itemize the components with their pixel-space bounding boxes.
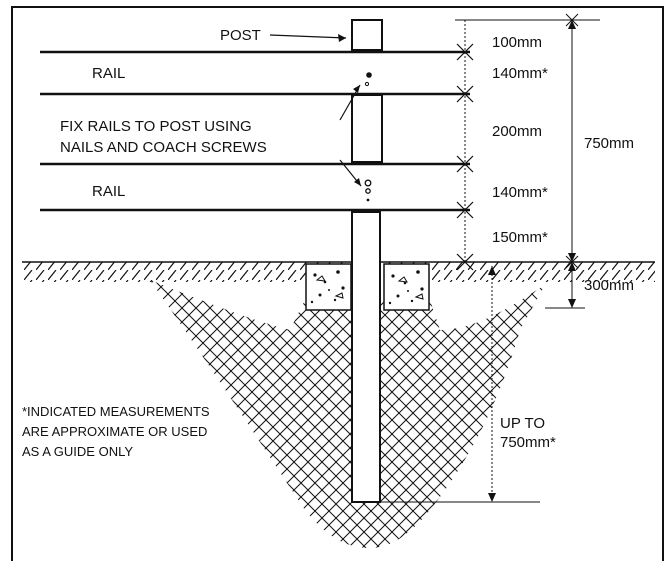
post-label: POST bbox=[220, 27, 261, 44]
rail-label-bottom: RAIL bbox=[92, 183, 125, 200]
dim-750mm-depth: 750mm* bbox=[500, 434, 556, 451]
dim-up-to: UP TO bbox=[500, 415, 545, 432]
fix-note-line2: NAILS AND COACH SCREWS bbox=[60, 139, 267, 156]
fix-note-line1: FIX RAILS TO POST USING bbox=[60, 118, 252, 135]
dim-140mm-top: 140mm* bbox=[492, 65, 548, 82]
footing-dimension bbox=[545, 255, 585, 309]
rail-label-top: RAIL bbox=[92, 65, 125, 82]
fixings bbox=[364, 72, 372, 202]
dim-300mm: 300mm bbox=[584, 277, 634, 294]
concrete-footing bbox=[305, 263, 430, 311]
post-hole bbox=[150, 280, 545, 548]
dim-140mm-bottom: 140mm* bbox=[492, 184, 548, 201]
dim-150mm: 150mm* bbox=[492, 229, 548, 246]
note-line3: AS A GUIDE ONLY bbox=[22, 444, 133, 459]
note-line1: *INDICATED MEASUREMENTS bbox=[22, 404, 210, 419]
post bbox=[351, 19, 383, 503]
rails bbox=[40, 50, 470, 212]
dimension-chain bbox=[455, 13, 600, 271]
fix-note-leaders bbox=[339, 84, 362, 187]
frame-border bbox=[11, 6, 664, 561]
dim-200mm: 200mm bbox=[492, 123, 542, 140]
post-arrow bbox=[269, 34, 347, 42]
dim-100mm: 100mm bbox=[492, 34, 542, 51]
dim-750mm-total: 750mm bbox=[584, 135, 634, 152]
note-line2: ARE APPROXIMATE OR USED bbox=[22, 424, 207, 439]
depth-dimension bbox=[380, 266, 540, 503]
